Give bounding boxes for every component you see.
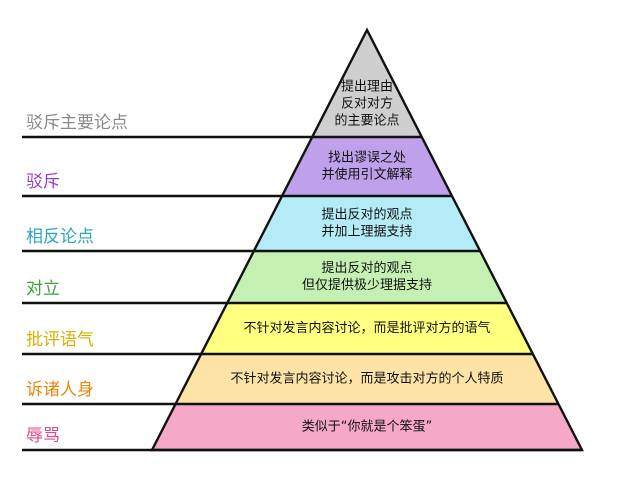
level-label-6: 诉诸人身	[26, 380, 94, 400]
level-label-2: 驳斥	[26, 172, 60, 192]
pyramid-outline	[150, 27, 584, 452]
pyramid-level-3-text: 提出反对的观点	[321, 207, 412, 223]
level-label-3: 相反论点	[26, 227, 94, 247]
pyramid-level-3	[253, 196, 481, 251]
pyramid-level-7	[152, 404, 582, 450]
pyramid-level-1-text: 反对对方	[341, 96, 393, 112]
pyramid-level-1-text: 提出理由	[341, 79, 393, 95]
pyramid-level-6	[175, 354, 559, 404]
pyramid-level-2-text: 找出谬误之处	[328, 151, 406, 166]
pyramid-level-5	[201, 303, 533, 354]
pyramid-level-1-text: 的主要论点	[334, 113, 399, 129]
pyramid-level-7-text: 类似于“你就是个笨蛋”	[302, 419, 432, 435]
pyramid-level-1	[312, 30, 422, 137]
pyramid-level-2	[282, 137, 452, 196]
pyramid-level-3-text: 并加上理据支持	[321, 225, 412, 240]
pyramid-level-4	[227, 251, 507, 303]
level-label-5: 批评语气	[26, 330, 94, 350]
pyramid-level-4-text: 但仅提供极少理据支持	[302, 277, 432, 293]
level-label-7: 辱骂	[26, 426, 60, 446]
pyramid-level-5-text: 不针对发言内容讨论，而是批评对方的语气	[243, 320, 490, 336]
level-label-4: 对立	[26, 279, 60, 299]
pyramid-level-2-text: 并使用引文解释	[321, 167, 412, 183]
pyramid-level-6-text: 不针对发言内容讨论，而是攻击对方的个人特质	[230, 371, 503, 387]
pyramid-level-4-text: 提出反对的观点	[321, 260, 412, 276]
level-label-1: 驳斥主要论点	[26, 113, 128, 133]
